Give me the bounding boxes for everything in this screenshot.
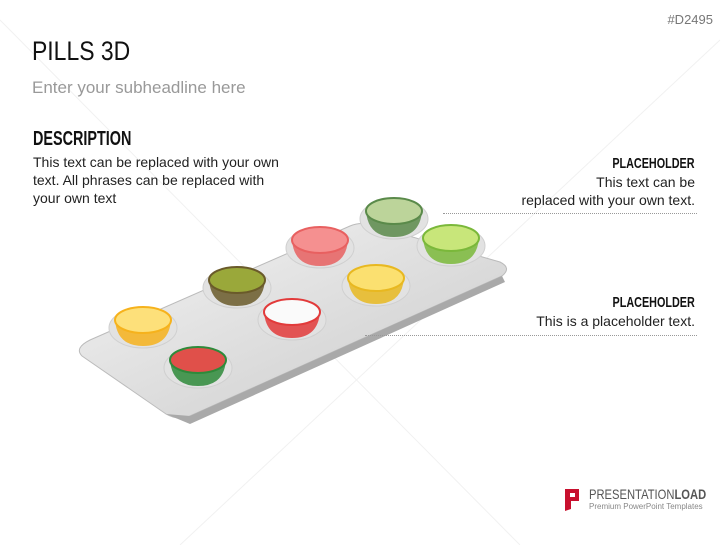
placeholder-text: This text can be: [596, 174, 695, 190]
pill-orange: [108, 306, 178, 349]
logo-tagline: Premium PowerPoint Templates: [589, 502, 703, 511]
placeholder-heading: PLACEHOLDER: [612, 155, 695, 172]
placeholder-text: This is a placeholder text.: [536, 313, 695, 329]
logo-mark-icon: [565, 489, 579, 511]
subheadline: Enter your subheadline here: [32, 78, 246, 97]
page-title: PILLS 3D: [32, 36, 131, 66]
placeholder-heading: PLACEHOLDER: [612, 294, 695, 311]
pill-kiwi: [202, 266, 272, 309]
placeholder-1: PLACEHOLDER This text can be replaced wi…: [521, 155, 695, 209]
slide-code: #D2495: [667, 12, 713, 27]
placeholder-text: replaced with your own text.: [521, 192, 695, 208]
description-text: This text can be replaced with your own …: [33, 154, 279, 206]
placeholder-2: PLACEHOLDER This is a placeholder text.: [536, 294, 695, 330]
pill-watermelon: [163, 346, 233, 389]
pill-grapefruit: [285, 226, 355, 269]
pill-lemon: [341, 264, 411, 307]
pill-apple: [257, 298, 327, 341]
divider: [365, 335, 697, 336]
pill-lime: [416, 224, 486, 267]
pill-cucumber: [359, 197, 429, 240]
description-heading: DESCRIPTION: [33, 128, 132, 150]
divider: [443, 213, 697, 214]
logo-wordmark: PRESENTATIONLOAD: [589, 486, 707, 502]
